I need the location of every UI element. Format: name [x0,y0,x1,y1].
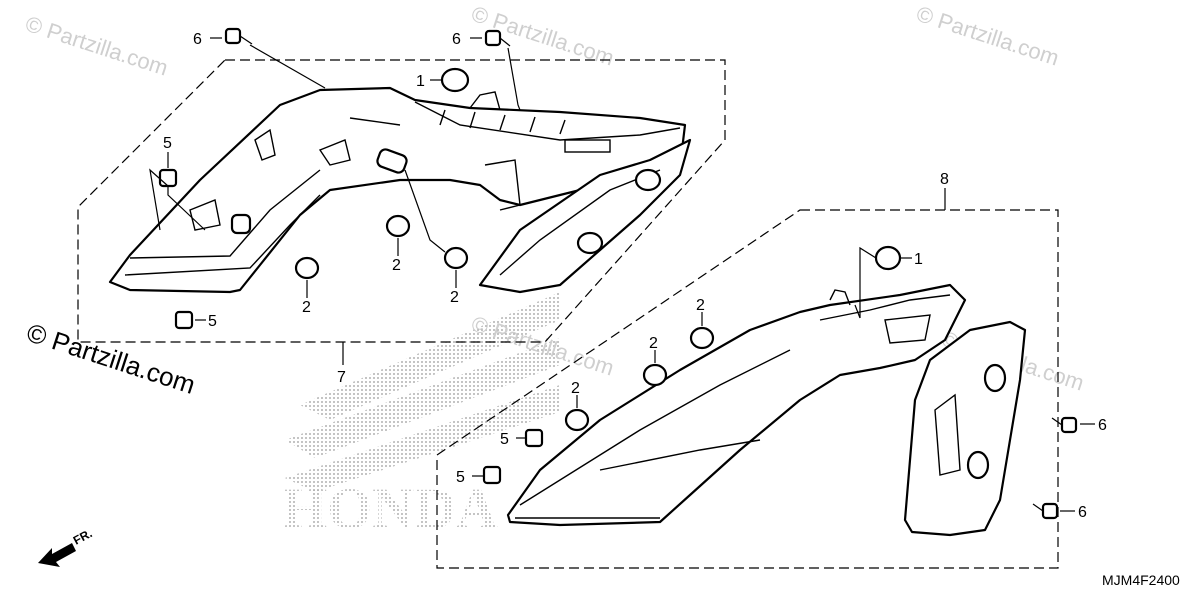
watermark-top-left: © Partzilla.com [22,11,171,81]
grommet-1-right [874,245,902,271]
watermark-top-right: © Partzilla.com [913,1,1062,71]
callout-7: 7 [337,369,346,386]
callout-1-top: 1 [416,73,425,90]
bolt-6-top-center [484,29,511,47]
callout-2-f: 2 [571,380,580,397]
diagram-code: MJM4F2400 [1102,572,1180,588]
honda-wing-logo: HONDA [282,292,560,541]
front-label: FR. [71,526,95,547]
watermark-large: © Partzilla.com [23,317,199,400]
honda-logo-text: HONDA [282,476,498,541]
callout-8: 8 [940,171,949,188]
bolt-6-right-lower [1032,502,1059,520]
grommet-2-f [564,408,590,432]
callout-5-upper-left: 5 [163,135,172,152]
right-side-cover-part-8 [506,283,1027,537]
leader-lines [149,37,1095,512]
bolt-6-top-left [224,27,253,45]
clip-5-b [174,310,194,330]
fasteners [158,27,1078,520]
clip-5-a [158,168,178,188]
callout-5-d: 5 [456,469,465,486]
callout-2-b: 2 [392,257,401,274]
callout-2-a: 2 [302,299,311,316]
clip-5-c [524,428,544,448]
callout-5-c: 5 [500,431,509,448]
callout-numbers: 6 6 1 5 5 2 2 2 7 8 1 2 2 2 5 5 6 6 [163,31,1107,521]
grommet-1-top [440,67,470,93]
left-side-cover-part-7 [108,86,692,294]
grommet-2-e [642,363,668,387]
clip-5-d [482,465,502,485]
group-outline-7 [77,59,726,343]
callout-5-lower-left: 5 [208,313,217,330]
front-arrow-icon: FR. [38,526,94,567]
grommet-2-d [689,326,715,350]
group-outline-8 [436,209,1059,569]
callout-6-top-center: 6 [452,31,461,48]
grommet-2-a [294,256,320,280]
callout-6-top-left: 6 [193,31,202,48]
callout-6-right-upper: 6 [1098,417,1107,434]
callout-2-d: 2 [696,297,705,314]
callout-2-e: 2 [649,335,658,352]
callout-6-right-lower: 6 [1078,504,1087,521]
grommet-2-c [443,246,469,270]
grommet-2-b [385,214,411,238]
bolt-6-right-upper [1051,416,1078,434]
callout-1-right: 1 [914,251,923,268]
callout-2-c: 2 [450,289,459,306]
